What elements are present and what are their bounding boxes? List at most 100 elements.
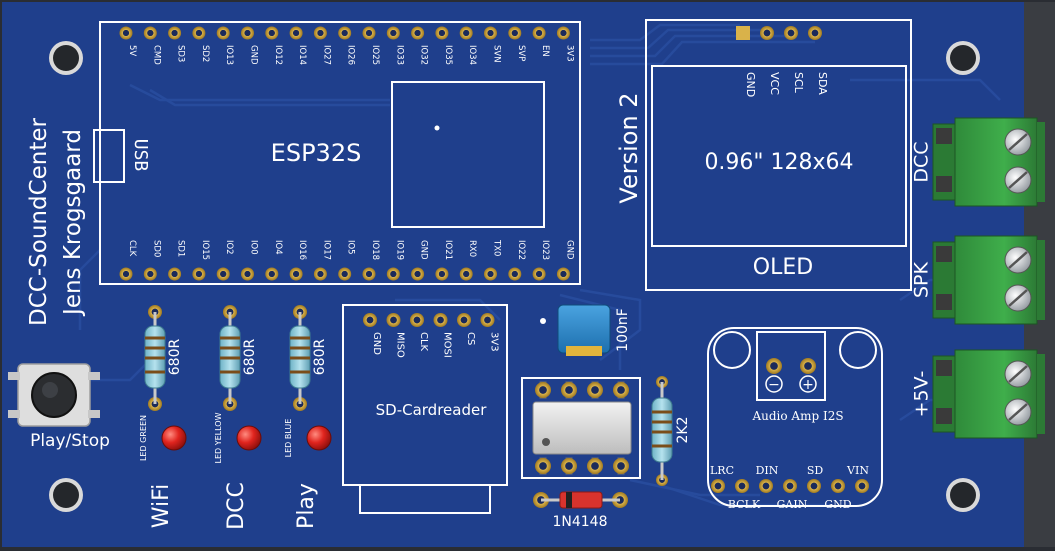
esp32-bottom-pad [508, 267, 522, 281]
terminal-label: +5V- [911, 371, 933, 418]
esp32-top-pad [265, 26, 279, 40]
oled-pad [760, 26, 774, 40]
oled-pin-label: SCL [792, 72, 805, 94]
esp32-top-pin-label: 3V3 [564, 45, 574, 62]
esp32-bottom-pad [435, 267, 449, 281]
oled-pad [736, 26, 750, 40]
esp32-top-pad [216, 26, 230, 40]
terminal-block[interactable] [932, 117, 1045, 207]
diode-1n4148: 1N4148 [533, 491, 628, 530]
resistor-2k2: 2K2 [651, 376, 691, 486]
esp32-bottom-pin-label: IO2 [224, 240, 234, 255]
amp-pad [855, 479, 869, 493]
esp32-top-pad [386, 26, 400, 40]
esp32-bottom-pad [192, 267, 206, 281]
esp32-bottom-pad [411, 267, 425, 281]
esp32-bottom-pad [289, 267, 303, 281]
esp32-bottom-pad [143, 267, 157, 281]
oled-label: OLED [753, 255, 813, 280]
esp32-top-pad [168, 26, 182, 40]
capacitor-100nf: 100nF [540, 304, 631, 356]
amp-pad [711, 479, 725, 493]
esp32-bottom-pad [386, 267, 400, 281]
play-stop-button[interactable] [8, 363, 100, 427]
terminal-block[interactable] [932, 235, 1045, 325]
sd-pin-label: GND [371, 332, 382, 355]
esp32-bottom-pin-label: IO4 [273, 240, 283, 255]
esp32-top-pin-label: IO13 [224, 45, 234, 65]
sd-pad [433, 313, 448, 327]
esp32-top-pin-label: IO33 [394, 45, 404, 65]
esp32-bottom-pin-label: IO15 [200, 240, 210, 260]
esp32-top-pin-label: IO35 [443, 45, 453, 65]
esp32-top-pin-label: EN [540, 45, 550, 57]
sd-pad [386, 313, 401, 327]
sd-pad [410, 313, 424, 327]
amp-bottom-pin-label: GND [824, 498, 851, 511]
esp32-bottom-pin-label: IO17 [321, 240, 331, 260]
esp32-bottom-pad [556, 267, 570, 281]
play-stop-label: Play/Stop [30, 431, 110, 451]
amp-label: Audio Amp I2S [751, 409, 843, 423]
esp32-top-pad [241, 26, 254, 40]
usb-outline [93, 129, 125, 183]
esp32-top-pad [435, 26, 449, 40]
esp32-top-pin-label: SVN [492, 45, 502, 63]
traces [60, 23, 1001, 507]
esp32-label: ESP32S [271, 139, 362, 167]
esp32-bottom-pad [241, 267, 254, 281]
led-name-label: WiFi [149, 484, 174, 529]
esp32-top-pad [532, 26, 546, 40]
esp32-bottom-pin-label: GND [564, 240, 574, 260]
terminal-label: SPK [911, 261, 933, 298]
terminal-blocks: DCC SPK +5V- [911, 117, 1045, 439]
sd-label: SD-Cardreader [376, 401, 488, 419]
esp32-bottom-pin-label: IO5 [346, 240, 356, 255]
amp-pad [807, 479, 821, 493]
esp32-top-pad [459, 26, 473, 40]
led-name-label: DCC [224, 482, 249, 530]
diode-label: 1N4148 [552, 514, 607, 530]
capacitor-label: 100nF [615, 308, 631, 352]
esp32-bottom-pin-label: IO22 [516, 240, 526, 260]
esp32-bottom-pad [338, 267, 352, 281]
amp-pad [783, 479, 797, 493]
esp32-top-pad [289, 26, 303, 40]
resistor-label: 680R [312, 339, 328, 376]
amp-minus: − [768, 377, 780, 393]
title-line2: Jens Krogsgaard [60, 129, 86, 317]
terminal-label: DCC [911, 141, 933, 182]
led-icon [161, 425, 187, 451]
esp32-top-pad [338, 26, 352, 40]
sd-pad [457, 313, 471, 327]
amp-plus: + [802, 377, 814, 393]
esp32-top-pin-label: IO26 [346, 45, 356, 65]
sd-pin-label: CS [465, 332, 476, 345]
esp32-top-pin-label: IO12 [273, 45, 283, 65]
led-name-label: Play [294, 483, 319, 529]
sd-pin-label: MOSI [442, 332, 453, 358]
amp-pad [831, 479, 845, 493]
esp32-bottom-pad [119, 267, 133, 281]
esp32-bottom-pad [532, 267, 546, 281]
amp-top-pin-label: DIN [756, 464, 779, 477]
led-icon [306, 425, 332, 451]
esp32-bottom-pad [168, 267, 182, 281]
esp32-top-pad [484, 26, 497, 40]
esp32-top-pin-label: IO27 [321, 45, 331, 65]
esp32-bottom-pin-label: IO0 [249, 240, 259, 255]
title-line1: DCC-SoundCenter [26, 117, 52, 326]
oled-pin-label: VCC [768, 72, 781, 95]
esp32-bottom-pin-label: IO16 [297, 240, 307, 260]
terminal-block[interactable] [932, 349, 1045, 439]
esp32-top-pin-label: SD2 [200, 45, 210, 62]
led-type-label: LED YELLOW [214, 412, 223, 463]
